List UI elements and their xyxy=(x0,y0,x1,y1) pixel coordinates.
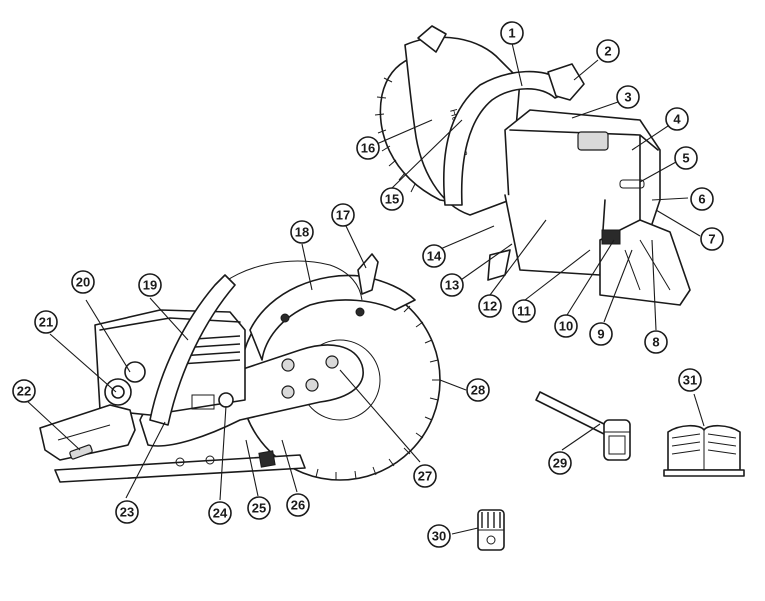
callout-13: 13 xyxy=(440,273,464,297)
svg-text:3: 3 xyxy=(624,90,631,105)
callout-2: 2 xyxy=(596,39,620,63)
spare-nut-tool xyxy=(477,509,505,551)
svg-text:15: 15 xyxy=(385,192,399,207)
user-manual xyxy=(663,424,745,477)
svg-text:27: 27 xyxy=(418,469,432,484)
svg-text:1: 1 xyxy=(508,26,515,41)
callout-23: 23 xyxy=(115,500,139,524)
callout-7: 7 xyxy=(700,227,724,251)
callout-18: 18 xyxy=(290,220,314,244)
callouts: 1 2 3 4 5 6 7 8 9 10 11 12 13 14 15 16 1… xyxy=(12,21,724,548)
svg-text:25: 25 xyxy=(252,501,266,516)
svg-text:11: 11 xyxy=(517,304,531,319)
svg-text:16: 16 xyxy=(361,141,375,156)
callout-19: 19 xyxy=(138,273,162,297)
svg-text:2: 2 xyxy=(604,44,611,59)
svg-text:12: 12 xyxy=(483,299,497,314)
callout-5: 5 xyxy=(674,146,698,170)
svg-text:18: 18 xyxy=(295,225,309,240)
callout-15: 15 xyxy=(380,187,404,211)
svg-text:19: 19 xyxy=(143,278,157,293)
callout-4: 4 xyxy=(665,107,689,131)
leader-lines xyxy=(25,42,705,535)
svg-text:10: 10 xyxy=(559,319,573,334)
callout-14: 14 xyxy=(422,244,446,268)
svg-text:24: 24 xyxy=(213,506,228,521)
svg-text:28: 28 xyxy=(471,383,485,398)
svg-text:20: 20 xyxy=(76,275,90,290)
front-handle xyxy=(149,274,236,426)
callout-1: 1 xyxy=(500,21,524,45)
combination-spanner xyxy=(535,391,631,461)
callout-22: 22 xyxy=(12,379,36,403)
callout-11: 11 xyxy=(512,299,536,323)
callout-12: 12 xyxy=(478,294,502,318)
svg-text:9: 9 xyxy=(597,327,604,342)
callout-3: 3 xyxy=(616,85,640,109)
svg-text:8: 8 xyxy=(652,335,659,350)
svg-text:13: 13 xyxy=(445,278,459,293)
callout-16: 16 xyxy=(356,136,380,160)
callout-10: 10 xyxy=(554,314,578,338)
svg-text:5: 5 xyxy=(682,151,689,166)
svg-text:17: 17 xyxy=(336,208,350,223)
svg-text:7: 7 xyxy=(708,232,715,247)
rear-handle-rear xyxy=(599,219,691,306)
callout-21: 21 xyxy=(34,310,58,334)
callout-8: 8 xyxy=(644,330,668,354)
svg-text:23: 23 xyxy=(120,505,134,520)
svg-text:22: 22 xyxy=(17,384,31,399)
power-cutter-rear-view: Husqvarna xyxy=(374,25,691,306)
callout-9: 9 xyxy=(589,322,613,346)
power-cutter-side-view xyxy=(39,253,441,483)
callout-28: 28 xyxy=(466,378,490,402)
callout-30: 30 xyxy=(427,524,451,548)
callout-20: 20 xyxy=(71,270,95,294)
callout-6: 6 xyxy=(690,187,714,211)
svg-text:26: 26 xyxy=(291,498,305,513)
svg-text:14: 14 xyxy=(427,249,442,264)
svg-text:31: 31 xyxy=(683,373,697,388)
svg-text:21: 21 xyxy=(39,315,53,330)
callout-26: 26 xyxy=(286,493,310,517)
callout-17: 17 xyxy=(331,203,355,227)
svg-text:30: 30 xyxy=(432,529,446,544)
callout-27: 27 xyxy=(413,464,437,488)
callout-31: 31 xyxy=(678,368,702,392)
callout-24: 24 xyxy=(208,501,232,525)
svg-text:4: 4 xyxy=(673,112,681,127)
callout-29: 29 xyxy=(548,451,572,475)
rear-handle xyxy=(39,404,136,461)
svg-text:29: 29 xyxy=(553,456,567,471)
callout-25: 25 xyxy=(247,496,271,520)
svg-text:6: 6 xyxy=(698,192,705,207)
blade-segments xyxy=(315,305,440,480)
